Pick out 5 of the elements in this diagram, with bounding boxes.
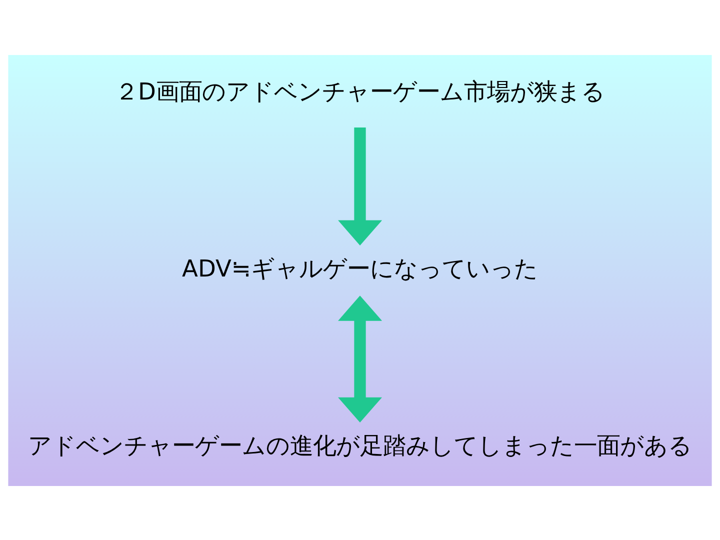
node-text: ADV≒ギャルゲーになっていった [182,254,538,282]
arrow [338,126,382,245]
arrow [338,295,382,422]
node-text: アドベンチャーゲームの進化が足踏みしてしまった一面がある [28,432,692,459]
node-text: ２D画面のアドベンチャーゲーム市場が狭まる [115,78,605,105]
